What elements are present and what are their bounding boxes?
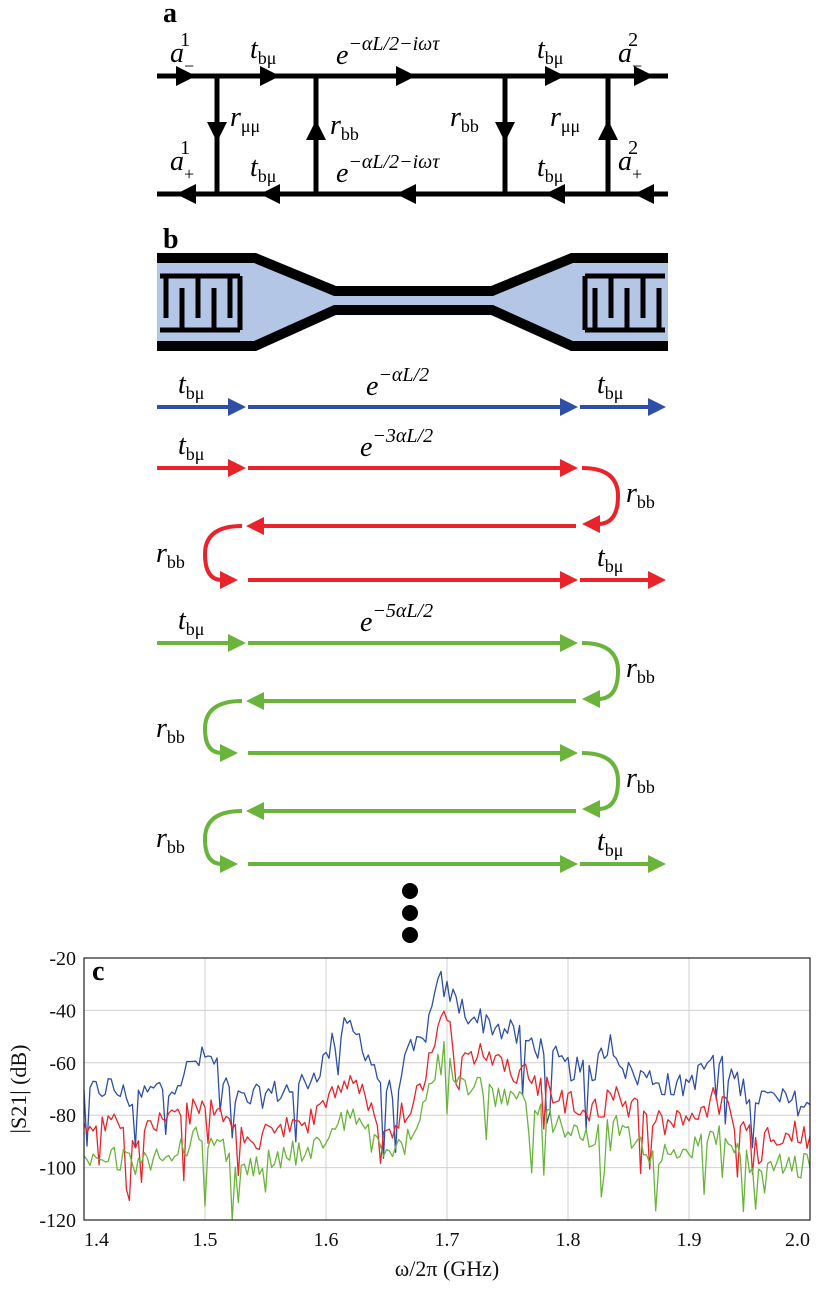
label-propagator: e−αL/2−iωτ [336, 151, 440, 189]
panel-c-chart: c 1.4 1.5 1.6 1.7 1.8 1.9 2.0 -20 -40 -60 -80 -100… [6, 948, 811, 1281]
label-a1-minus: a−1 [170, 29, 194, 76]
y-tick-label: -80 [49, 1105, 76, 1127]
x-tick-label: 1.7 [435, 1229, 460, 1251]
arrowhead [598, 120, 618, 140]
label-t-bmu: tbμ [597, 826, 623, 860]
arrowhead [176, 66, 196, 86]
label-r-mumu: rμμ [550, 102, 580, 136]
panel-a: a a−1 a−2 a+1 a+2 tbμ tbμ tbμ tbμ [157, 0, 668, 204]
label-t-bmu: tbμ [178, 369, 204, 403]
panel-b-label: b [163, 224, 179, 255]
arrowhead [545, 66, 565, 86]
label-propagator: e−αL/2−iωτ [336, 33, 440, 71]
y-tick-label: -120 [39, 1210, 76, 1232]
label-t-bmu: tbμ [537, 152, 563, 186]
ellipsis-dot [402, 927, 418, 943]
arrowhead [260, 66, 280, 86]
label-r-bb: rbb [450, 102, 479, 136]
path-single-pass [157, 398, 666, 416]
arrowhead [260, 184, 280, 204]
chart-series-group [83, 970, 811, 1221]
x-tick-label: 1.9 [677, 1229, 702, 1251]
arrowhead [495, 122, 515, 142]
arrowhead [207, 122, 227, 142]
y-tick-label: -40 [49, 1000, 76, 1022]
label-r-bb: rbb [626, 653, 655, 687]
label-t-bmu: tbμ [250, 34, 276, 68]
y-axis-label: |S21| (dB) [6, 1045, 31, 1134]
label-r-mumu: rμμ [230, 102, 260, 136]
arrowhead [634, 184, 654, 204]
series-line-2 [83, 1010, 811, 1202]
y-tick-labels: -20 -40 -60 -80 -100 -120 [39, 948, 76, 1232]
x-tick-label: 1.8 [556, 1229, 581, 1251]
y-tick-label: -100 [39, 1158, 76, 1180]
label-exp-5: e−5αL/2 [360, 600, 433, 638]
series-line-1 [83, 970, 811, 1159]
y-tick-label: -20 [49, 948, 76, 970]
arrowhead [396, 66, 416, 86]
label-t-bmu: tbμ [178, 605, 204, 639]
x-tick-label: 1.5 [193, 1229, 218, 1251]
label-r-bb: rbb [156, 823, 185, 857]
label-exp-3: e−3αL/2 [360, 425, 433, 463]
path-five-pass [157, 634, 666, 873]
y-tick-label: -60 [49, 1053, 76, 1075]
x-tick-labels: 1.4 1.5 1.6 1.7 1.8 1.9 2.0 [84, 1229, 810, 1251]
arrowhead [545, 184, 565, 204]
x-tick-label: 1.6 [314, 1229, 339, 1251]
x-axis-label: ω/2π (GHz) [395, 1256, 499, 1281]
plot-frame [83, 957, 811, 1221]
arrowhead [396, 184, 416, 204]
path-triple-pass [157, 459, 666, 589]
chart-grid [83, 957, 811, 1221]
panel-b: b tbμ [156, 224, 668, 943]
label-t-bmu: tbμ [597, 369, 623, 403]
arrowhead [634, 66, 654, 86]
panel-c-label: c [92, 956, 104, 987]
label-t-bmu: tbμ [250, 152, 276, 186]
label-t-bmu: tbμ [178, 430, 204, 464]
label-t-bmu: tbμ [597, 542, 623, 576]
ellipsis-dot [402, 905, 418, 921]
label-a2-plus: a+2 [618, 137, 642, 184]
device-illustration [157, 253, 668, 351]
label-a1-plus: a+1 [170, 137, 194, 184]
ellipsis-dot [402, 883, 418, 899]
arrowhead [176, 184, 196, 204]
label-r-bb: rbb [156, 713, 185, 747]
label-a2-minus: a−2 [618, 29, 642, 76]
label-r-bb: rbb [330, 110, 359, 144]
x-tick-label: 2.0 [785, 1229, 810, 1251]
label-r-bb: rbb [156, 538, 185, 572]
label-r-bb: rbb [626, 478, 655, 512]
right-idt [582, 273, 665, 333]
arrowhead [306, 120, 326, 140]
label-r-bb: rbb [626, 763, 655, 797]
left-idt [160, 273, 243, 333]
label-t-bmu: tbμ [537, 34, 563, 68]
series-line-3 [83, 1040, 811, 1221]
label-exp-1: e−αL/2 [366, 364, 429, 402]
panel-a-label: a [163, 0, 177, 29]
x-tick-label: 1.4 [84, 1229, 109, 1251]
